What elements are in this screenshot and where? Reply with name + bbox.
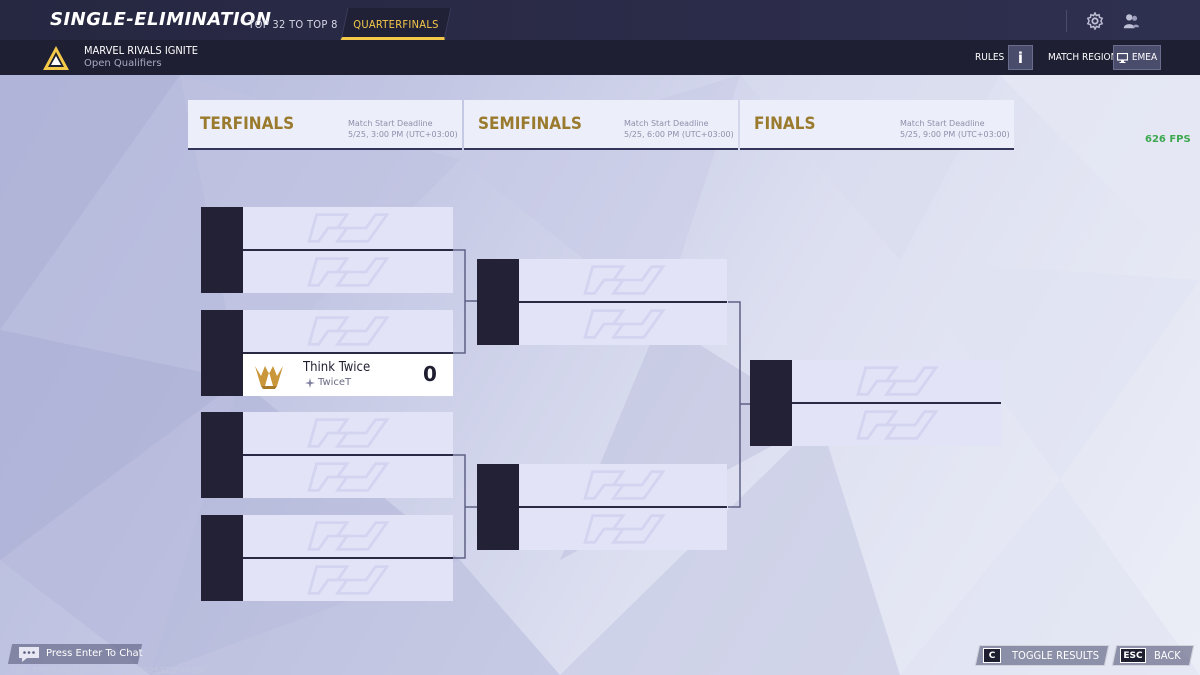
team-slot-empty [243,515,453,557]
chat-prompt-text: Press Enter To Chat [46,648,143,659]
team-slot-empty [519,464,727,506]
match-qf-4[interactable] [201,515,453,601]
mode-title: SINGLE-ELIMINATION [50,9,272,30]
slot-divider [519,506,727,508]
rules-label: RULES [975,52,1005,63]
slot-divider [243,249,453,251]
logo-watermark [307,521,389,551]
match-seed-block [477,259,519,345]
match-seed-block [201,515,243,601]
round-deadline-time: 5/25, 3:00 PM (UTC+03:00) [348,130,458,139]
tab-top32-to-top8[interactable]: TOP 32 TO TOP 8 [248,17,338,31]
match-seed-block [477,464,519,550]
match-region-button[interactable]: EMEA [1113,45,1161,70]
round-deadline-time: 5/25, 9:00 PM (UTC+03:00) [900,130,1010,139]
slot-divider [243,454,453,456]
team-logo-crown [255,366,283,389]
top-bar [0,0,1200,40]
logo-watermark [583,265,665,295]
tournament-logo [43,46,69,70]
team-slot-empty [519,508,727,550]
logo-watermark [307,213,389,243]
logo-watermark [583,309,665,339]
team-tag: TwiceT [318,377,352,388]
logo-watermark [583,470,665,500]
back-label: BACK [1154,649,1181,662]
match-qf-3[interactable] [201,412,453,498]
round-title: TERFINALS [200,114,295,134]
team-slot-empty [243,251,453,293]
chat-bubble-icon [19,647,39,662]
round-deadline-label: Match Start Deadline [900,119,985,128]
round-deadline-label: Match Start Deadline [348,119,433,128]
fps-counter: 626 FPS [1145,134,1191,145]
round-header-semifinals: SEMIFINALS Match Start Deadline 5/25, 6:… [464,100,738,150]
round-header-finals: FINALS Match Start Deadline 5/25, 9:00 P… [740,100,1014,150]
logo-watermark [583,514,665,544]
gear-icon[interactable] [1086,12,1104,30]
team-name: Think Twice [303,360,371,375]
logo-watermark [307,565,389,595]
monitor-icon [1116,52,1128,63]
round-title: FINALS [754,114,816,134]
match-region-value: EMEA [1131,52,1158,63]
team-slot-empty [519,303,727,345]
team-slot-empty [519,259,727,301]
toggle-results-button[interactable]: C TOGGLE RESULTS [974,645,1110,666]
logo-watermark [856,410,938,440]
rules-info-button[interactable]: i [1008,45,1033,70]
tournament-name: MARVEL RIVALS IGNITE [84,44,199,57]
match-final[interactable] [750,360,1002,446]
slot-divider [243,352,453,354]
round-header-quarterfinals: TERFINALS Match Start Deadline 5/25, 3:0… [188,100,462,150]
back-button[interactable]: ESC BACK [1111,645,1195,666]
logo-watermark [856,366,938,396]
team-slot-empty [243,310,453,352]
key-hint-c: C [983,648,1001,663]
team-slot-empty [243,456,453,498]
tournament-bar [0,40,1200,75]
team-slot-empty [243,559,453,601]
header-divider [1066,10,1067,32]
slot-divider [519,301,727,303]
chat-prompt[interactable]: Press Enter To Chat [0,644,150,666]
team-slot-empty [243,207,453,249]
round-title: SEMIFINALS [478,114,582,134]
match-seed-block [201,412,243,498]
team-slot-empty [243,412,453,454]
logo-watermark [307,257,389,287]
match-sf-1[interactable] [477,259,729,345]
match-seed-block [201,207,243,293]
tournament-stage: Open Qualifiers [84,58,162,69]
logo-watermark [307,418,389,448]
match-qf-1[interactable] [201,207,453,293]
match-sf-2[interactable] [477,464,729,550]
key-hint-esc: ESC [1120,648,1146,663]
friends-icon[interactable] [1122,12,1140,30]
team-score: 0 [423,362,437,386]
slot-divider [243,557,453,559]
match-seed-block [750,360,792,446]
logo-watermark [307,316,389,346]
logo-watermark [307,462,389,492]
round-deadline-label: Match Start Deadline [624,119,709,128]
sparkle-icon [305,378,315,388]
slot-divider [792,402,1001,404]
match-region-label: MATCH REGION [1048,52,1118,63]
team-slot-think-twice[interactable]: Think Twice TwiceT 0 [243,354,453,396]
round-deadline-time: 5/25, 6:00 PM (UTC+03:00) [624,130,734,139]
team-slot-empty [792,360,1001,402]
tab-quarterfinals[interactable]: QUARTERFINALS [353,17,439,31]
match-qf-2[interactable]: Think Twice TwiceT 0 [201,310,453,396]
match-seed-block [201,310,243,396]
toggle-results-label: TOGGLE RESULTS [1012,649,1100,662]
team-slot-empty [792,404,1001,446]
uid-info: UID: 770287810 | 2500977 | 2605253226+00… [12,666,207,675]
